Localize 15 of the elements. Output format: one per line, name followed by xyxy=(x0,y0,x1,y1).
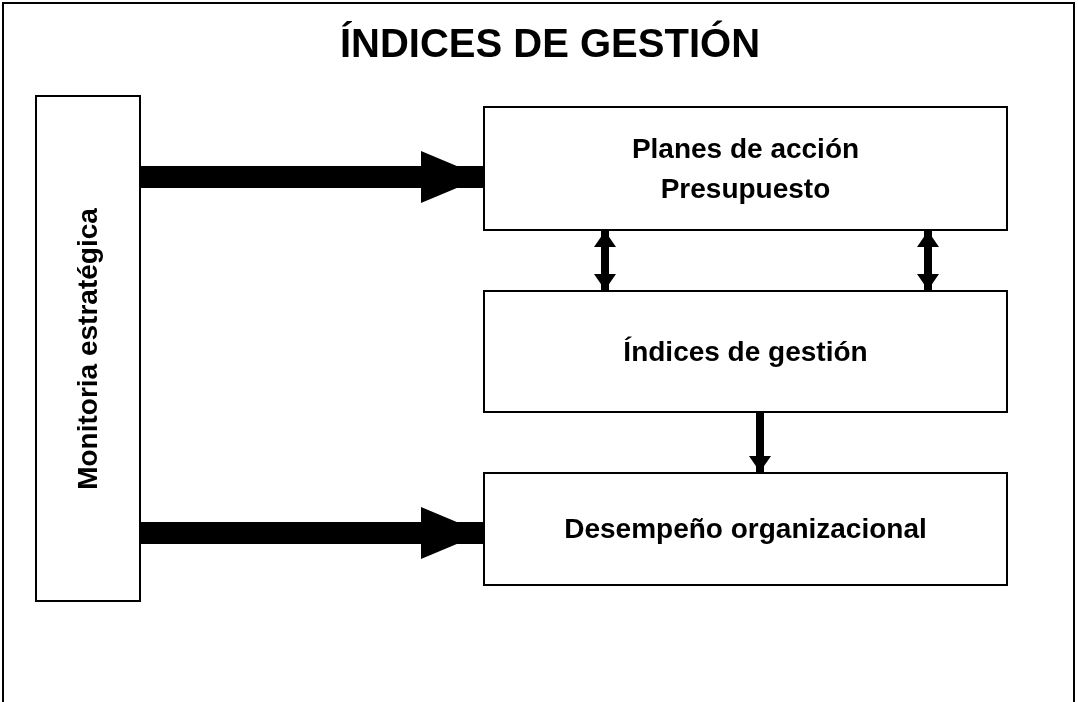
box-label: Planes de acción xyxy=(631,131,860,166)
process-box xyxy=(483,106,1008,231)
process-box xyxy=(483,472,1008,586)
title: ÍNDICES DE GESTIÓN xyxy=(338,19,762,67)
box-label: Monitoria estratégica xyxy=(71,207,104,490)
arrow xyxy=(594,231,616,290)
arrow xyxy=(917,231,939,290)
box-label: Desempeño organizacional xyxy=(564,512,927,546)
box-label: Presupuesto xyxy=(660,171,831,206)
process-box xyxy=(35,95,141,602)
arrow xyxy=(749,413,771,472)
arrow xyxy=(141,507,483,559)
arrow xyxy=(141,151,483,203)
process-box xyxy=(483,290,1008,413)
box-label: Índices de gestión xyxy=(623,334,868,369)
